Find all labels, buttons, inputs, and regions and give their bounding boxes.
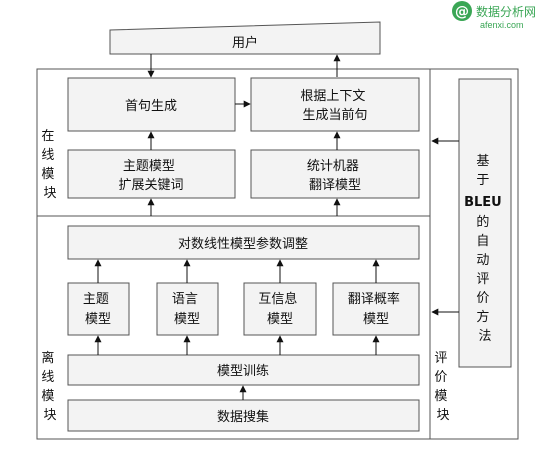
svg-text:根据上下文 生成当前句: 根据上下文 生成当前句	[300, 89, 369, 123]
data-collection-node: 数据搜集	[67, 399, 420, 432]
user-label: 用户	[232, 35, 258, 51]
bleu-eval-node: 基 于 BLEU 的 自 动 评 价 方 法	[458, 78, 512, 368]
online-module-label: 在 线 模 块	[41, 129, 58, 201]
svg-text:基 于 BLEU 的: 基 于 BLEU 的 自 动 评 价 方 法	[464, 154, 506, 344]
connector-arrows	[94, 54, 459, 400]
offline-module-label: 离 线 模 块	[41, 350, 58, 423]
context-generation-node: 根据上下文 生成当前句	[250, 77, 420, 132]
watermark-name: 数据分析网	[476, 4, 536, 19]
topic-model-expand-node: 主题模型 扩展关键词	[67, 149, 236, 199]
svg-text:模型训练: 模型训练	[217, 364, 269, 379]
topic-model-node: 主题 模型	[67, 282, 130, 336]
watermark: @ 数据分析网 afenxi.com	[452, 1, 536, 30]
mutual-info-model-node: 互信息 模型	[243, 282, 317, 336]
user-node: 用户	[109, 21, 381, 55]
model-training-node: 模型训练	[67, 354, 420, 386]
svg-text:语言 模型: 语言 模型	[172, 292, 202, 327]
watermark-logo-symbol: @	[455, 4, 469, 20]
translation-prob-model-node: 翻译概率 模型	[332, 282, 420, 336]
watermark-logo-icon	[452, 1, 472, 21]
svg-text:主题 模型: 主题 模型	[83, 292, 113, 327]
language-model-node: 语言 模型	[156, 282, 219, 336]
user-shape	[109, 21, 381, 55]
svg-text:首句生成: 首句生成	[125, 99, 177, 114]
svg-text:翻译概率 模型: 翻译概率 模型	[348, 291, 404, 327]
svg-text:数据搜集: 数据搜集	[217, 409, 269, 425]
svg-text:主题模型 扩展关键词: 主题模型 扩展关键词	[118, 159, 183, 193]
svg-text:统计机器 翻译模型: 统计机器 翻译模型	[307, 159, 363, 193]
loglinear-tuning-node: 对数线性模型参数调整	[67, 225, 420, 260]
first-line-generation-node: 首句生成	[67, 77, 236, 132]
eval-module-label: 评 价 模 块	[434, 351, 451, 423]
svg-text:互信息 模型: 互信息 模型	[258, 291, 301, 327]
smt-model-node: 统计机器 翻译模型	[250, 149, 420, 199]
svg-text:对数线性模型参数调整: 对数线性模型参数调整	[178, 236, 308, 252]
watermark-domain: afenxi.com	[480, 20, 524, 30]
